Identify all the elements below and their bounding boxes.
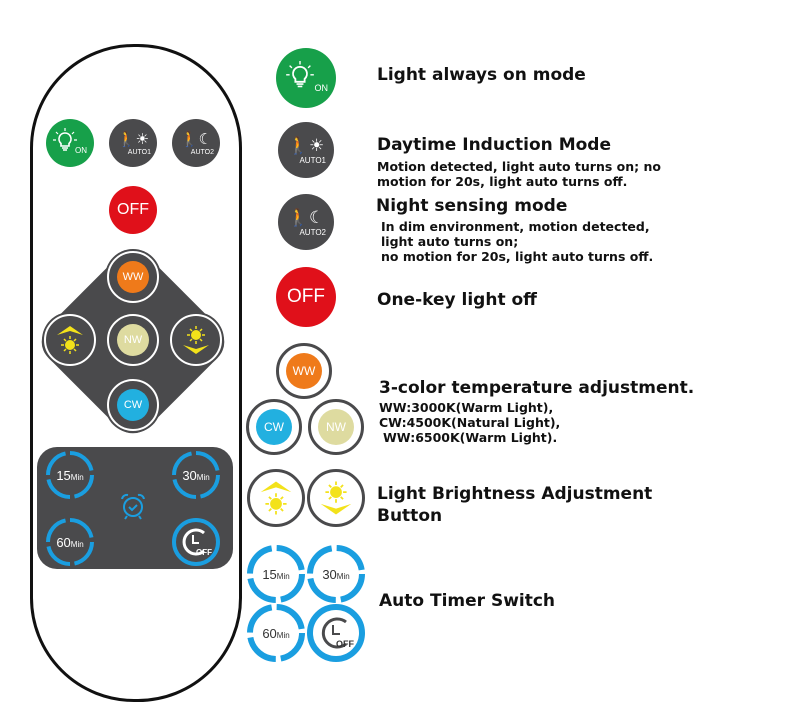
bulb-icon bbox=[53, 128, 77, 151]
auto2-label: AUTO2 bbox=[190, 149, 214, 156]
legend-auto2-icon: 🚶☾ AUTO2 bbox=[278, 194, 334, 250]
brightness-down-icon bbox=[183, 326, 209, 354]
remote-nw-button[interactable]: NW bbox=[107, 314, 159, 366]
min-unit: Min bbox=[196, 472, 210, 482]
min-unit: Min bbox=[70, 472, 84, 482]
on-label: ON bbox=[75, 146, 87, 155]
off-label: OFF bbox=[117, 201, 149, 218]
timer-15-label: 15 bbox=[262, 566, 277, 582]
remote-timer-30-button[interactable]: 30Min bbox=[171, 450, 221, 500]
remote-cw-button[interactable]: CW bbox=[107, 379, 159, 431]
min-unit: Min bbox=[70, 539, 84, 549]
legend-nw-icon: NW bbox=[308, 399, 364, 455]
legend-timer-15-icon: 15Min bbox=[246, 544, 306, 604]
daytime-title: Daytime Induction Mode bbox=[377, 135, 611, 155]
ww-label: WW bbox=[286, 353, 322, 389]
brightness-title-2: Button bbox=[377, 506, 443, 526]
remote-brightness-down-button[interactable] bbox=[170, 314, 222, 366]
brightness-up-icon bbox=[260, 481, 292, 515]
legend-on-icon: ON bbox=[276, 48, 336, 108]
brightness-down-icon bbox=[320, 481, 352, 515]
brightness-up-icon bbox=[57, 326, 83, 354]
off-title: One-key light off bbox=[377, 290, 537, 310]
alarm-clock-icon bbox=[121, 493, 145, 520]
motion-sun-icon: 🚶☀ bbox=[287, 135, 325, 155]
remote-on-button[interactable]: ON bbox=[46, 119, 94, 167]
night-desc-1: In dim environment, motion detected, bbox=[381, 219, 650, 234]
always-on-title: Light always on mode bbox=[377, 65, 586, 85]
remote-auto1-button[interactable]: 🚶☀ AUTO1 bbox=[109, 119, 157, 167]
min-unit: Min bbox=[336, 571, 350, 581]
remote-auto2-button[interactable]: 🚶☾ AUTO2 bbox=[172, 119, 220, 167]
timer-30-label: 30 bbox=[322, 566, 337, 582]
legend-timer-off-icon: OFF bbox=[306, 603, 366, 663]
night-title: Night sensing mode bbox=[376, 196, 568, 216]
legend-brightness-up-icon bbox=[247, 469, 305, 527]
bulb-icon bbox=[286, 61, 314, 88]
brightness-title-1: Light Brightness Adjustment bbox=[377, 484, 653, 504]
motion-sun-icon: 🚶☀ bbox=[116, 131, 150, 148]
remote-timer-60-button[interactable]: 60Min bbox=[45, 517, 95, 567]
timer-60-label: 60 bbox=[56, 534, 71, 550]
remote-off-button[interactable]: OFF bbox=[109, 186, 157, 234]
off-label: OFF bbox=[287, 286, 325, 307]
cw-label: CW bbox=[256, 409, 292, 445]
legend-ww-icon: WW bbox=[276, 343, 332, 399]
min-unit: Min bbox=[276, 571, 290, 581]
nw-label: NW bbox=[117, 324, 149, 356]
timer-off-label: OFF bbox=[196, 548, 212, 557]
color-temp-desc-2: CW:4500K(Natural Light), bbox=[379, 415, 561, 430]
timer-off-label: OFF bbox=[336, 639, 354, 649]
remote-timer-15-button[interactable]: 15Min bbox=[45, 450, 95, 500]
motion-moon-icon: 🚶☾ bbox=[287, 207, 325, 227]
night-desc-2: light auto turns on; bbox=[381, 234, 519, 249]
timer-15-label: 15 bbox=[56, 467, 71, 483]
auto2-label: AUTO2 bbox=[299, 228, 326, 237]
legend-timer-60-icon: 60Min bbox=[246, 603, 306, 663]
color-temp-title: 3-color temperature adjustment. bbox=[379, 378, 695, 398]
on-label: ON bbox=[314, 83, 329, 93]
nw-label: NW bbox=[318, 409, 354, 445]
remote-timer-off-button[interactable]: OFF bbox=[171, 517, 221, 567]
legend-auto1-icon: 🚶☀ AUTO1 bbox=[278, 122, 334, 178]
timer-30-label: 30 bbox=[182, 467, 197, 483]
auto1-label: AUTO1 bbox=[127, 149, 151, 156]
remote-brightness-up-button[interactable] bbox=[44, 314, 96, 366]
auto1-label: AUTO1 bbox=[299, 156, 326, 165]
color-temp-desc-1: WW:3000K(Warm Light), bbox=[379, 400, 554, 415]
legend-off-icon: OFF bbox=[276, 267, 336, 327]
cw-label: CW bbox=[117, 389, 149, 421]
color-temp-desc-3: WW:6500K(Warm Light). bbox=[383, 430, 558, 445]
legend-cw-icon: CW bbox=[246, 399, 302, 455]
daytime-desc-1: Motion detected, light auto turns on; no bbox=[377, 159, 661, 174]
timer-title: Auto Timer Switch bbox=[379, 591, 556, 611]
daytime-desc-2: motion for 20s, light auto turns off. bbox=[377, 174, 628, 189]
timer-60-label: 60 bbox=[262, 625, 277, 641]
ww-label: WW bbox=[117, 261, 149, 293]
legend-timer-30-icon: 30Min bbox=[306, 544, 366, 604]
legend-brightness-down-icon bbox=[307, 469, 365, 527]
remote-ww-button[interactable]: WW bbox=[107, 251, 159, 303]
min-unit: Min bbox=[276, 630, 290, 640]
night-desc-3: no motion for 20s, light auto turns off. bbox=[381, 249, 654, 264]
motion-moon-icon: 🚶☾ bbox=[179, 131, 213, 148]
